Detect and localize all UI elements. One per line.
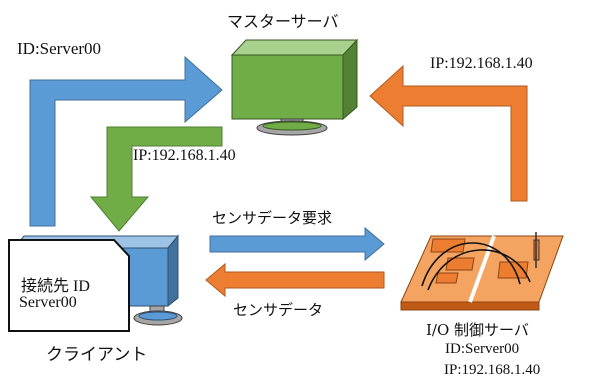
- note-line2: Server00: [19, 294, 77, 311]
- green-arrow-master-to-client: [89, 126, 223, 232]
- request-label: センサデータ要求: [212, 209, 333, 227]
- master-server-label: マスターサーバ: [227, 12, 339, 31]
- master-monitor-icon: [230, 38, 359, 136]
- orange-arrow-response: [205, 262, 385, 298]
- blue-arrow-request: [209, 226, 385, 262]
- client-label: クライアント: [46, 345, 148, 365]
- client-to-master-id-label: ID:Server00: [17, 39, 102, 58]
- response-label: センサデータ: [233, 301, 324, 319]
- master-to-client-ip-label: IP:192.168.1.40: [133, 147, 236, 164]
- io-server-id-label: ID:Server00: [445, 341, 520, 357]
- io-server-ip-label: IP:192.168.1.40: [444, 362, 541, 378]
- orange-arrow-io-to-master: [369, 64, 528, 202]
- blue-arrow-client-to-master: [29, 55, 223, 227]
- circuit-board-icon: [400, 232, 564, 311]
- io-to-master-ip-label: IP:192.168.1.40: [430, 55, 533, 72]
- io-server-name-label: I/O 制御サーバ: [426, 321, 529, 339]
- document-icon: [8, 239, 130, 332]
- note-line1: 接続先 ID: [21, 278, 90, 295]
